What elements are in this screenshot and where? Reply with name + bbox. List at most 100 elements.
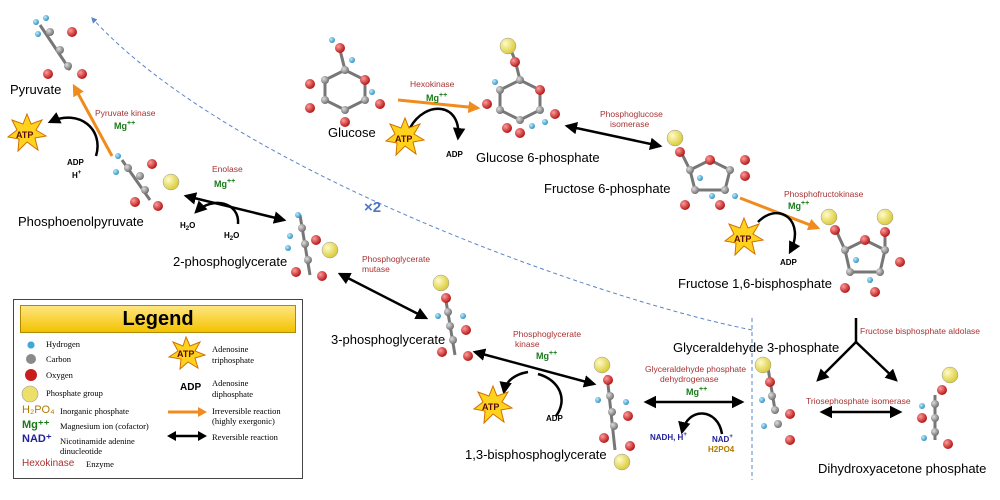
pgi-arrow [564,121,663,151]
atp-star-4: ATP [6,112,48,153]
legend-nad-symbol: NAD⁺ [22,433,52,445]
h2o-1: H2O [180,221,195,232]
hexokinase-atp-curve [408,107,466,141]
phosphate-icon [21,385,39,403]
label-f16bp: Fructose 1,6-bisphosphate [678,276,832,291]
legend-irrev-2: (highly exergonic) [212,416,275,426]
h2o-2: H2O [224,231,239,242]
enzyme-pgk-line2: kinase [515,339,540,349]
legend-phosphate: Phosphate group [46,388,103,398]
enzyme-gapdh-line2: dehydrogenase [660,374,719,384]
svg-text:ATP: ATP [395,134,412,144]
h-plus: H+ [72,170,82,180]
enzyme-pgi-line1: Phosphoglucose [600,109,663,119]
legend: Legend Hydrogen Carbon Oxygen Phosphate … [13,299,303,479]
aldolase-left-branch [816,341,857,382]
pathway-dashed-arrow [91,17,753,331]
legend-adp-desc-2: diphosphate [212,389,254,399]
label-pg3: 3-phosphoglycerate [331,332,445,347]
legend-irrev-1: Irreversible reaction [212,406,281,416]
label-pg2: 2-phosphoglycerate [173,254,287,269]
svg-text:ATP: ATP [482,402,499,412]
f6p-molecule [666,129,750,210]
enzyme-gapdh-line1: Glyceraldehyde phosphate [645,364,746,374]
enzyme-pgm-line1: Phosphoglycerate [362,254,430,264]
legend-enzyme: Enzyme [86,459,114,469]
legend-adp-symbol: ADP [180,382,202,393]
dhap-molecule [917,366,959,449]
bpg13-molecule [593,356,635,471]
legend-adp-desc-1: Adenosine [212,378,249,388]
gapdh-nad-curve [678,412,724,435]
glucose-molecule [305,37,385,127]
pk-arrow [72,83,114,157]
enzyme-enolase: Enolase [212,164,243,174]
legend-mg-symbol: Mg⁺⁺ [22,419,50,431]
pgk-atp-curve [537,372,563,417]
adp-4: ADP [67,158,85,167]
legend-nad-desc-1: Nicotinamide adenine [60,436,135,446]
atp-star-3: ATP [472,384,514,425]
h2po4-label: H2PO4 [708,445,735,454]
oxygen-icon [25,369,37,381]
svg-text:ATP: ATP [734,234,751,244]
pgk-arrow [472,348,597,388]
pg3-molecule [432,274,473,361]
label-g3p: Glyceraldehyde 3-phosphate [673,340,839,355]
atp-star-1: ATP [384,116,426,157]
legend-hydrogen: Hydrogen [46,339,80,349]
legend-mg-desc: Magnesium ion (cofactor) [60,421,149,431]
reversible-arrow-icon [167,431,207,441]
aldolase-right-branch [855,341,898,382]
enzyme-pgm-line2: mutase [362,264,390,274]
g3p-molecule [754,356,795,445]
svg-text:ATP: ATP [177,349,194,359]
mg-gapdh: Mg++ [686,386,707,397]
enzyme-pgi-line2: isomerase [610,119,649,129]
atp-star-2: ATP [723,216,765,257]
legend-oxygen: Oxygen [46,370,73,380]
multiplier-label: ×2 [364,199,381,216]
pyruvate-molecule [33,15,87,79]
carbon-icon [26,354,36,364]
atp-star-icon: ATP [167,336,206,370]
legend-title: Legend [20,305,296,333]
adp-3: ADP [546,414,564,423]
mg-pgk: Mg++ [536,350,557,361]
pfk-atp-curve [757,211,801,255]
label-dhap: Dihydroxyacetone phosphate [818,461,986,476]
legend-inorganic: Inorganic phosphate [60,406,130,416]
legend-h2po4-symbol: H₂PO₄ [22,404,55,416]
legend-atp-desc-2: triphosphate [212,355,255,365]
mg-enolase: Mg++ [214,178,235,189]
pgk-atp-curve-2 [499,370,529,395]
enzyme-pfk: Phosphofructokinase [784,189,864,199]
legend-carbon: Carbon [46,354,72,364]
label-bpg13: 1,3-bisphosphoglycerate [465,447,607,462]
mg-pfk: Mg++ [788,200,809,211]
enzyme-tpi: Triosephosphate isomerase [806,396,911,406]
enzyme-pgk-line1: Phosphoglycerate [513,329,581,339]
enolase-h2o-curve [194,200,240,225]
mg-pk: Mg++ [114,120,135,131]
pep-molecule [113,153,180,211]
legend-rev: Reversible reaction [212,432,278,442]
label-pep: Phosphoenolpyruvate [18,214,144,229]
g6p-molecule [482,37,560,138]
legend-atp-desc-1: Adenosine [212,344,249,354]
pgm-arrow [337,272,429,320]
label-g6p: Glucose 6-phosphate [476,150,600,165]
legend-hexokinase: Hexokinase [22,458,75,469]
adp-1: ADP [446,150,464,159]
f16bp-molecule [820,208,905,297]
enzyme-aldolase: Fructose bisphosphate aldolase [860,326,980,336]
enzyme-pk: Pyruvate kinase [95,108,156,118]
pk-atp-curve [47,112,99,157]
label-pyruvate: Pyruvate [10,82,61,97]
legend-nad-desc-2: dinucleotide [60,446,103,456]
label-glucose: Glucose [328,125,376,140]
hexokinase-arrow [397,98,481,114]
mg-hexokinase: Mg++ [426,92,447,103]
adp-2: ADP [780,258,798,267]
